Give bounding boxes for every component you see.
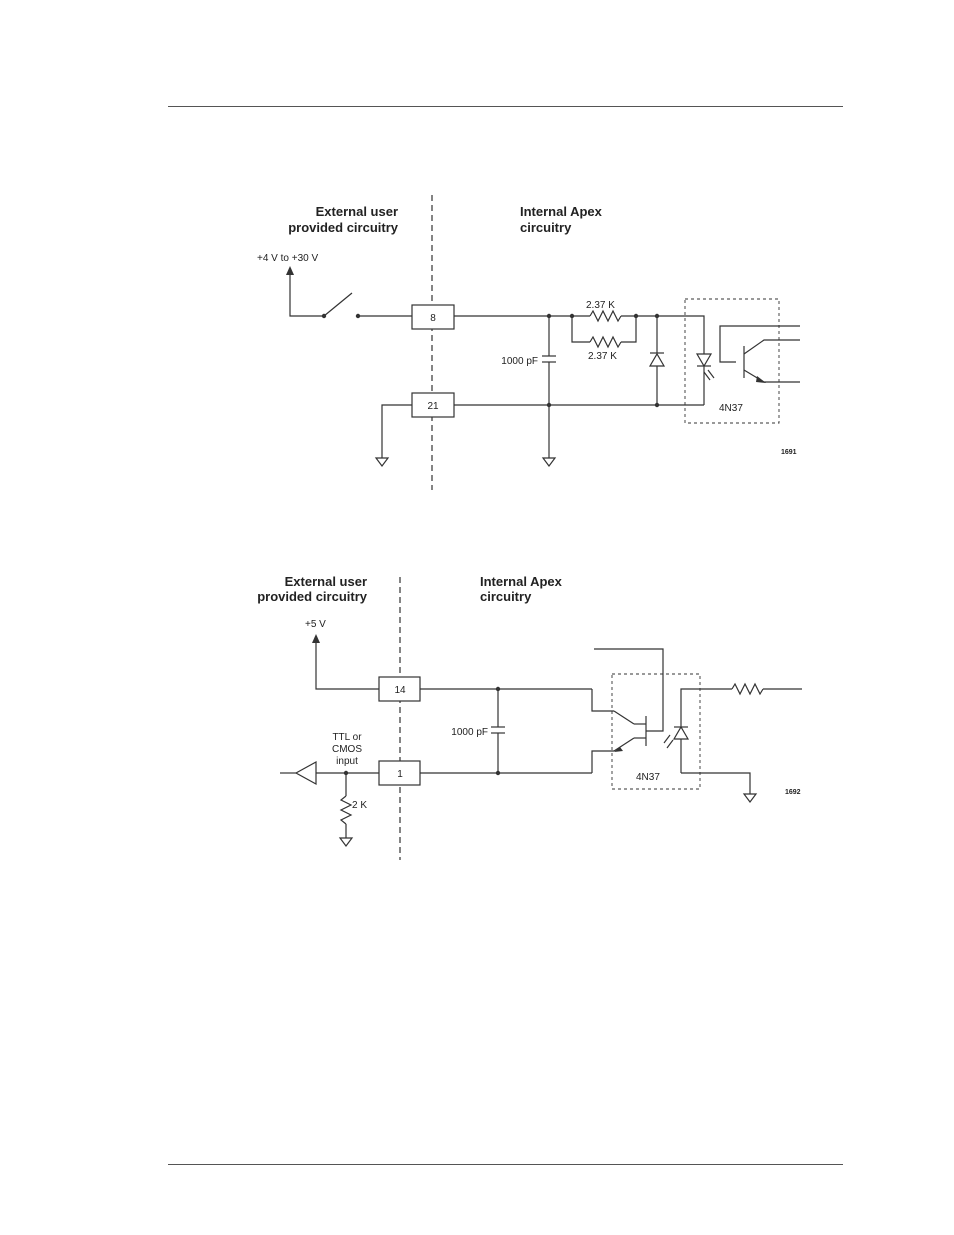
d2-supply-wire bbox=[316, 640, 379, 689]
d2-buffer-icon bbox=[296, 762, 316, 784]
d2-capacitor-label: 1000 pF bbox=[451, 727, 488, 738]
d1-node-cap-bottom bbox=[547, 403, 551, 407]
d1-pin-21-label: 21 bbox=[427, 401, 439, 412]
d1-resistor-top bbox=[590, 311, 621, 321]
d1-light-ray-1 bbox=[708, 370, 714, 378]
d1-diode-icon bbox=[650, 354, 664, 366]
d1-ground-icon-left bbox=[376, 458, 388, 466]
d2-input-label-line1: TTL or bbox=[332, 732, 362, 743]
d2-led-icon bbox=[674, 727, 688, 739]
d1-emitter bbox=[744, 370, 800, 382]
d2-header-right-line1: Internal Apex bbox=[480, 574, 563, 589]
d2-collector bbox=[614, 711, 634, 724]
d1-ground-icon-right bbox=[543, 458, 555, 466]
d1-optocoupler-label: 4N37 bbox=[719, 403, 743, 414]
d1-header-left-line2: provided circuitry bbox=[288, 220, 399, 235]
d1-pin-8-label: 8 bbox=[430, 313, 436, 324]
d1-resistor-top-label: 2.37 K bbox=[586, 300, 615, 311]
diagram-optocoupler-input-1691: External user provided circuitry Interna… bbox=[257, 195, 800, 490]
d2-optocoupler-label: 4N37 bbox=[636, 772, 660, 783]
d1-res-bottom-lead-right bbox=[621, 316, 636, 342]
d2-figure-id: 1692 bbox=[785, 789, 801, 796]
d1-capacitor-label: 1000 pF bbox=[501, 356, 538, 367]
d2-input-label-line3: input bbox=[336, 756, 358, 767]
d1-resistor-bottom bbox=[590, 337, 621, 347]
d1-collector bbox=[744, 340, 800, 354]
d1-supply-wire bbox=[290, 272, 324, 316]
d2-supply-arrow-icon bbox=[312, 634, 320, 643]
d2-header-right-line2: circuitry bbox=[480, 589, 532, 604]
d2-pulldown-resistor bbox=[341, 796, 351, 824]
d2-emitter bbox=[614, 738, 634, 751]
d2-header-left-line1: External user bbox=[285, 574, 367, 589]
d1-header-left-line1: External user bbox=[316, 204, 398, 219]
d2-light-ray-2 bbox=[667, 740, 673, 748]
d1-switch-blade bbox=[324, 293, 352, 316]
d1-led-icon bbox=[697, 354, 711, 366]
d2-node-cap-bottom bbox=[496, 771, 500, 775]
d2-ground-icon-left bbox=[340, 838, 352, 846]
d2-supply-label: +5 V bbox=[305, 619, 326, 630]
d1-header-right-line1: Internal Apex bbox=[520, 204, 603, 219]
d2-pin-1-label: 1 bbox=[397, 769, 403, 780]
d2-pulldown-label: 2 K bbox=[352, 800, 367, 811]
d2-header-left-line2: provided circuitry bbox=[257, 589, 368, 604]
d2-pin-14-label: 14 bbox=[394, 685, 406, 696]
d1-header-right-line2: circuitry bbox=[520, 220, 572, 235]
d2-collector-wire bbox=[592, 689, 614, 711]
d1-node-res-right bbox=[634, 314, 638, 318]
d1-node-diode-bottom bbox=[655, 403, 659, 407]
d2-base-wire bbox=[594, 649, 663, 731]
d2-led-resistor bbox=[732, 684, 763, 694]
d1-resistor-bottom-label: 2.37 K bbox=[588, 351, 617, 362]
d1-supply-arrow-icon bbox=[286, 266, 294, 275]
d1-figure-id: 1691 bbox=[781, 449, 797, 456]
d1-ground-wire-left bbox=[382, 405, 412, 458]
d2-input-label-line2: CMOS bbox=[332, 744, 362, 755]
d1-supply-label: +4 V to +30 V bbox=[257, 253, 318, 264]
d1-base-wire bbox=[720, 326, 800, 362]
d1-led-lead-top bbox=[686, 316, 704, 354]
d1-res-bottom-lead-left bbox=[572, 316, 590, 342]
d1-light-ray-2 bbox=[704, 372, 710, 380]
d1-emitter-arrow-icon bbox=[756, 376, 766, 383]
d2-ground-icon-right bbox=[744, 794, 756, 802]
diagram-optocoupler-output-1692: External user provided circuitry Interna… bbox=[257, 574, 802, 860]
d2-led-lead-top bbox=[681, 689, 732, 727]
d2-emitter-wire bbox=[592, 751, 614, 773]
d2-light-ray-1 bbox=[664, 735, 670, 743]
d2-led-ground-wire bbox=[681, 773, 750, 794]
